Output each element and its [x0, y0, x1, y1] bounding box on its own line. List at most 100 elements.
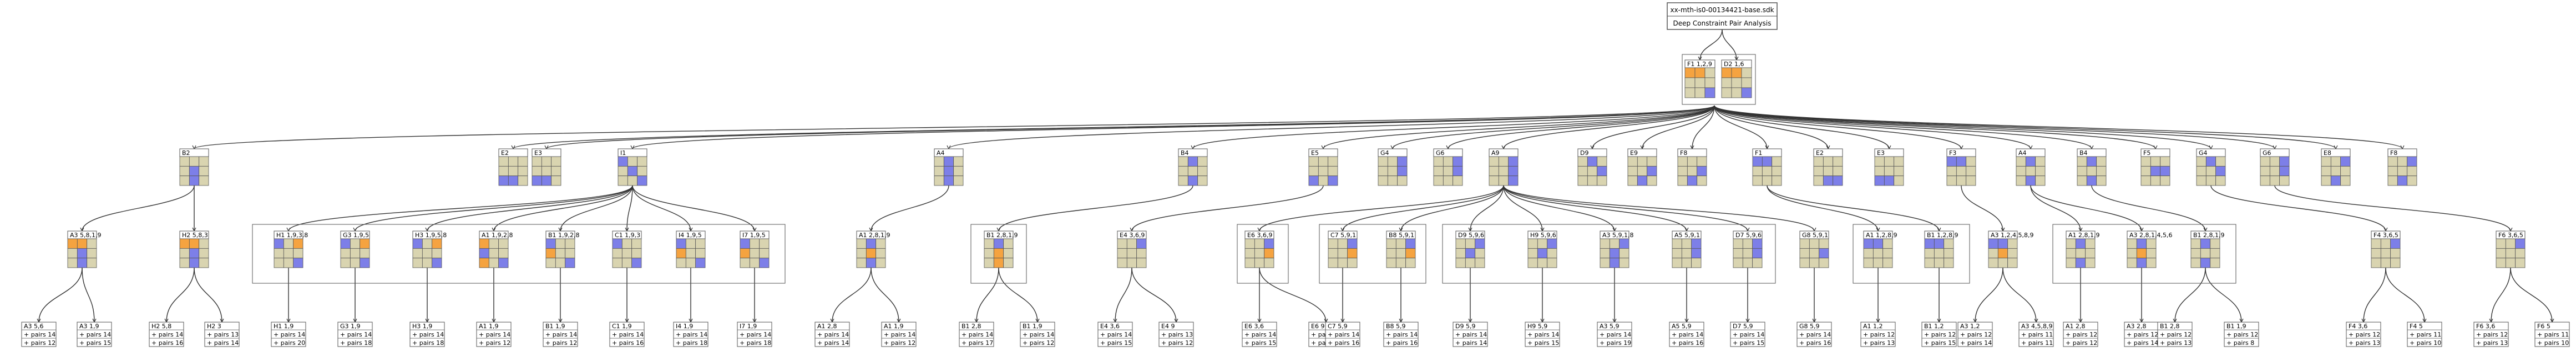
- level3-node[interactable]: A1 1,9,2,8: [479, 230, 513, 268]
- leaf-node[interactable]: A3 1,2+ pairs 12+ pairs 14: [1957, 322, 1993, 347]
- leaf-node[interactable]: E4 9+ pairs 13+ pairs 12: [1158, 322, 1194, 347]
- leaf-node[interactable]: A1 2,8+ pairs 12+ pairs 12: [2063, 322, 2098, 347]
- leaf-node[interactable]: G8 5,9+ pairs 14+ pairs 16: [1796, 322, 1832, 347]
- level3-node[interactable]: F6 3,6,5: [2496, 230, 2526, 268]
- level3-node[interactable]: G8 5,9,1: [1799, 230, 1829, 268]
- level3-node[interactable]: C7 5,9,1: [1328, 230, 1358, 268]
- level3-node[interactable]: A3 5,9,1,8: [1600, 230, 1634, 268]
- level3-node[interactable]: A5 5,9,1: [1672, 230, 1702, 268]
- level3-node[interactable]: B1 1,9,2,8: [545, 230, 580, 268]
- level3-node[interactable]: B8 5,9,1: [1386, 230, 1416, 268]
- level3-node[interactable]: I4 1,9,5: [676, 230, 706, 268]
- level3-node[interactable]: D9 5,9,6: [1455, 230, 1485, 268]
- leaf-node[interactable]: A1 1,2+ pairs 12+ pairs 13: [1860, 322, 1896, 347]
- level2-node[interactable]: G6: [2260, 148, 2290, 186]
- level3-node[interactable]: I7 1,9,5: [740, 230, 770, 268]
- level2-node[interactable]: E8: [2321, 148, 2351, 186]
- level2-node[interactable]: G4: [1378, 148, 1408, 186]
- leaf-node[interactable]: B1 2,8+ pairs 12+ pairs 13: [2157, 322, 2193, 347]
- level3-node[interactable]: D7 5,9,6: [1733, 230, 1763, 268]
- level2-node[interactable]: F1: [1752, 148, 1782, 186]
- leaf-node[interactable]: F4 5+ pairs 11+ pairs 10: [2407, 322, 2442, 347]
- leaf-node[interactable]: B1 1,2+ pairs 12+ pairs 15: [1921, 322, 1957, 347]
- leaf-node[interactable]: A1 1,9+ pairs 14+ pairs 12: [476, 322, 512, 347]
- level2-node[interactable]: F8: [1677, 148, 1707, 186]
- leaf-node[interactable]: D7 5,9+ pairs 14+ pairs 15: [1730, 322, 1765, 347]
- level2-node[interactable]: E2: [1813, 148, 1843, 186]
- level2-node[interactable]: E2: [498, 148, 528, 186]
- header-node[interactable]: xx-mth-is0-00134421-base.sdk Deep Constr…: [1667, 2, 1778, 30]
- grid-cell: [555, 238, 566, 249]
- level3-node[interactable]: A1 2,8,1,9: [856, 230, 890, 268]
- level2-node[interactable]: A4: [934, 148, 964, 186]
- leaf-node[interactable]: I7 1,9+ pairs 14+ pairs 18: [737, 322, 772, 347]
- level2-node[interactable]: D9: [1577, 148, 1607, 186]
- level2-node[interactable]: E3: [532, 148, 561, 186]
- level3-node[interactable]: E6 3,6,9: [1244, 230, 1274, 268]
- level2-node[interactable]: F8: [2387, 148, 2417, 186]
- leaf-node[interactable]: B1 1,9+ pairs 14+ pairs 12: [1020, 322, 1055, 347]
- leaf-node[interactable]: A3 4,5,8,9+ pairs 11+ pairs 11: [2018, 322, 2054, 347]
- level2-node[interactable]: F3: [1946, 148, 1976, 186]
- level2-node[interactable]: I1: [618, 148, 647, 186]
- leaf-node[interactable]: H2 5,8+ pairs 14+ pairs 16: [149, 322, 184, 347]
- leaf-node[interactable]: C1 1,9+ pairs 14+ pairs 16: [609, 322, 645, 347]
- leaf-node[interactable]: H9 5,9+ pairs 14+ pairs 15: [1525, 322, 1560, 347]
- leaf-node[interactable]: H2 3+ pairs 13+ pairs 14: [204, 322, 240, 347]
- group-boxes-layer: [252, 54, 2236, 284]
- leaf-node[interactable]: A1 1,9+ pairs 14+ pairs 12: [881, 322, 917, 347]
- level3-node[interactable]: H2 5,8,3: [179, 230, 209, 268]
- leaf-node[interactable]: F4 3,6+ pairs 12+ pairs 13: [2346, 322, 2381, 347]
- leaf-node[interactable]: A1 2,8+ pairs 14+ pairs 14: [814, 322, 850, 347]
- level3-node[interactable]: E4 3,6,9: [1117, 230, 1147, 268]
- leaf-node[interactable]: B1 2,8+ pairs 14+ pairs 17: [959, 322, 994, 347]
- leaf-node[interactable]: C7 5,9+ pairs 14+ pairs 16: [1325, 322, 1360, 347]
- leaf-node[interactable]: G3 1,9+ pairs 14+ pairs 18: [337, 322, 373, 347]
- leaf-node[interactable]: A3 5,9+ pairs 14+ pairs 19: [1597, 322, 1632, 347]
- leaf-node[interactable]: A3 1,9+ pairs 14+ pairs 15: [77, 322, 112, 347]
- level2-node[interactable]: G6: [1433, 148, 1463, 186]
- leaf-node[interactable]: F6 5+ pairs 11+ pairs 10: [2534, 322, 2570, 347]
- level2-node[interactable]: E3: [1874, 148, 1904, 186]
- level3-node[interactable]: A3 1,2,4,5,8,9: [1988, 230, 2034, 268]
- grid-cell: [2269, 166, 2280, 177]
- level2-node[interactable]: A9: [1489, 148, 1519, 186]
- leaf-node[interactable]: H3 1,9+ pairs 14+ pairs 18: [409, 322, 445, 347]
- level2-node[interactable]: B4: [2077, 148, 2107, 186]
- leaf-node[interactable]: B1 1,9+ pairs 12+ pairs 8: [2224, 322, 2259, 347]
- level3-node[interactable]: A3 2,8,1,4,5,6: [2127, 230, 2173, 268]
- leaf-node[interactable]: F6 3,6+ pairs 12+ pairs 13: [2473, 322, 2509, 347]
- level2-node[interactable]: A4: [2016, 148, 2046, 186]
- leaf-node[interactable]: D9 5,9+ pairs 14+ pairs 14: [1453, 322, 1488, 347]
- level3-node[interactable]: B1 2,8,1,9: [984, 230, 1018, 268]
- leaf-node[interactable]: I4 1,9+ pairs 14+ pairs 18: [673, 322, 708, 347]
- level2-node[interactable]: B4: [1178, 148, 1208, 186]
- level3-node[interactable]: A1 1,2,8,9: [1863, 230, 1897, 268]
- leaf-node[interactable]: E6 3,6+ pairs 14+ pairs 15: [1242, 322, 1277, 347]
- level3-node[interactable]: A3 5,8,1,9: [67, 230, 102, 268]
- level2-node[interactable]: G4: [2196, 148, 2226, 186]
- level3-node[interactable]: H9 5,9,6: [1527, 230, 1557, 268]
- level2-node[interactable]: E9: [1627, 148, 1657, 186]
- level3-node[interactable]: B1 2,8,1,9: [2190, 230, 2225, 268]
- level2-node[interactable]: B2: [179, 148, 209, 186]
- level3-node[interactable]: H3 1,9,5,8: [412, 230, 447, 268]
- level2-node[interactable]: E5: [1308, 148, 1338, 186]
- level3-node[interactable]: F4 3,6,5: [2371, 230, 2401, 268]
- root-node[interactable]: D2 1,6: [1721, 59, 1752, 98]
- level3-node[interactable]: H1 1,9,3,8: [274, 230, 308, 268]
- leaf-node[interactable]: A3 2,8+ pairs 12+ pairs 14: [2124, 322, 2159, 347]
- leaf-node[interactable]: B1 1,9+ pairs 14+ pairs 12: [543, 322, 578, 347]
- leaf-node[interactable]: A3 5,6+ pairs 14+ pairs 12: [21, 322, 57, 347]
- leaf-node[interactable]: A5 5,9+ pairs 14+ pairs 16: [1669, 322, 1704, 347]
- root-node[interactable]: F1 1,2,9: [1684, 59, 1715, 98]
- level3-node[interactable]: C1 1,9,3: [612, 230, 642, 268]
- level3-node[interactable]: G3 1,9,5: [340, 230, 370, 268]
- leaf-node[interactable]: H1 1,9+ pairs 14+ pairs 20: [271, 322, 306, 347]
- level3-node[interactable]: A1 2,8,1,9: [2066, 230, 2100, 268]
- grid-cell: [2016, 156, 2026, 167]
- leaf-node[interactable]: E4 3,6+ pairs 14+ pairs 15: [1097, 322, 1133, 347]
- leaf-node[interactable]: B8 5,9+ pairs 14+ pairs 16: [1383, 322, 1419, 347]
- level2-node[interactable]: F5: [2140, 148, 2170, 186]
- level3-node[interactable]: B1 1,2,8,9: [1924, 230, 1958, 268]
